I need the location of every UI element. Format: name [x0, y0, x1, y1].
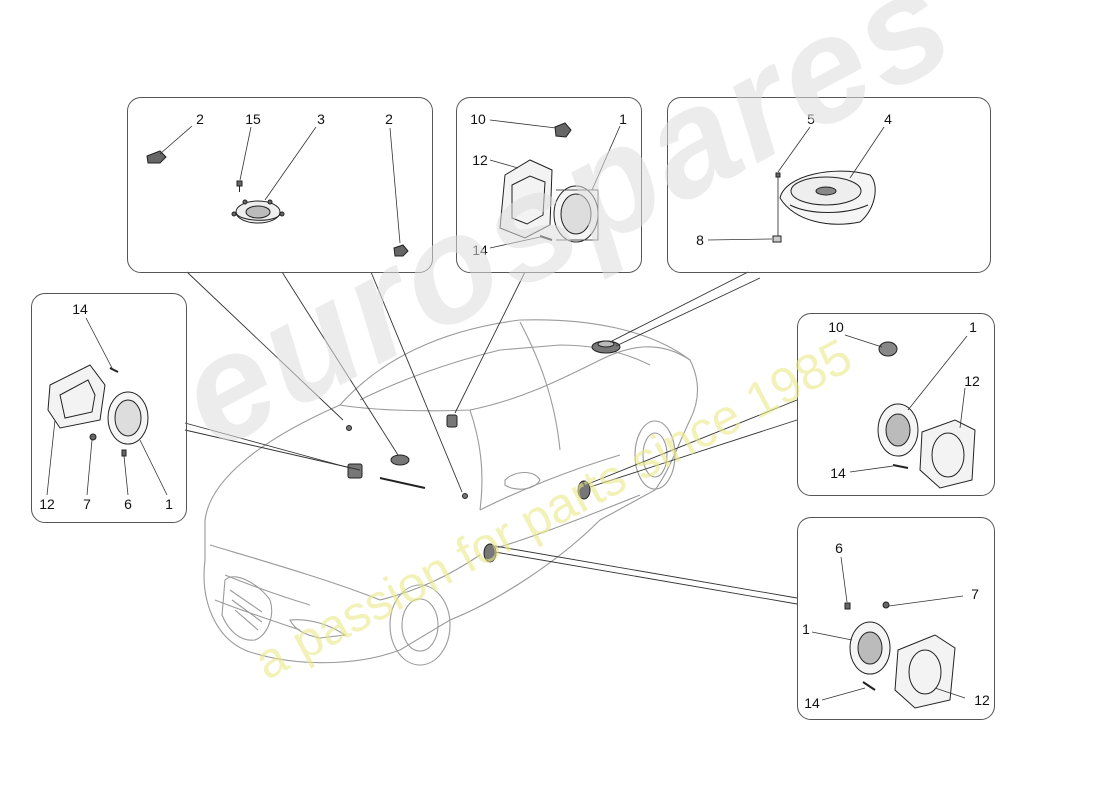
callout-4-subwoofer: 4	[884, 111, 892, 127]
speaker-rear-door	[577, 480, 591, 500]
part-screw-7-rdl	[882, 601, 890, 609]
part-speaker-3	[231, 199, 285, 224]
callout-1-speaker: 1	[619, 111, 627, 127]
part-speaker-1-rd	[877, 403, 919, 457]
part-tweeter-right	[393, 244, 409, 257]
callout-12-bracket-rd: 12	[964, 373, 980, 389]
callout-8-nut: 8	[696, 232, 704, 248]
callout-10-tweeter-rd: 10	[828, 319, 844, 335]
part-pin-14-rd	[892, 464, 909, 469]
callout-12-bracket-rdl: 12	[974, 692, 990, 708]
callout-14-pin-left: 14	[72, 301, 88, 317]
part-nut-8	[772, 235, 782, 243]
callout-leaders	[46, 119, 968, 701]
part-screw-7-left	[89, 433, 97, 441]
car-outline	[203, 319, 698, 666]
front-wheel	[389, 584, 451, 666]
part-tweeter-left	[146, 150, 167, 164]
callout-6-screw-left: 6	[124, 496, 132, 512]
callout-2-tweeter-right: 2	[385, 111, 393, 127]
side-mirror	[504, 471, 541, 490]
part-screw-6-left	[121, 449, 127, 457]
callout-6-screw-rdl: 6	[835, 540, 843, 556]
detail-box-rear-door-upper	[797, 313, 995, 496]
leader-lines	[184, 271, 798, 605]
part-tweeter-10	[554, 122, 572, 138]
headlight	[289, 619, 347, 639]
part-pin-14-rdl	[862, 681, 876, 691]
callout-1-speaker-rdl: 1	[802, 621, 810, 637]
part-speaker-1-rdl	[849, 621, 891, 675]
part-speaker-1	[553, 185, 599, 243]
callout-3-speaker: 3	[317, 111, 325, 127]
callout-14-pin: 14	[472, 242, 488, 258]
callout-1-speaker-left: 1	[165, 496, 173, 512]
part-speaker-1-left	[107, 391, 149, 445]
part-bracket-12	[499, 159, 553, 239]
part-pin-14-left	[109, 367, 119, 373]
callout-2-tweeter-left: 2	[196, 111, 204, 127]
part-screw-6-rdl	[844, 602, 851, 610]
detail-box-left-front-door	[31, 293, 187, 523]
detail-box-front-center	[127, 97, 433, 273]
part-screw-15	[236, 180, 243, 192]
part-bracket-12-rdl	[894, 634, 956, 709]
rear-wheel	[634, 420, 676, 490]
detail-box-rear-shelf	[667, 97, 991, 273]
part-bracket-12-rd	[919, 419, 976, 489]
callout-15-screw: 15	[245, 111, 261, 127]
callout-7-screw-left: 7	[83, 496, 91, 512]
callout-5-screw: 5	[807, 111, 815, 127]
car-speakers	[346, 340, 621, 563]
callout-12-bracket: 12	[472, 152, 488, 168]
part-subwoofer-4	[779, 170, 876, 225]
speaker-front-center	[347, 463, 363, 479]
detail-box-rear-door-lower	[797, 517, 995, 720]
callout-7-screw-rdl: 7	[971, 586, 979, 602]
speaker-a-pillar	[446, 414, 458, 428]
callout-14-pin-rdl: 14	[804, 695, 820, 711]
callout-1-speaker-rd: 1	[969, 319, 977, 335]
part-tweeter-10-rd	[878, 341, 898, 357]
callout-12-bracket-left: 12	[39, 496, 55, 512]
part-screw-5	[775, 172, 781, 238]
front-grille	[221, 576, 273, 641]
speaker-dash	[390, 454, 410, 466]
callout-10-tweeter: 10	[470, 111, 486, 127]
detail-box-front-mid	[456, 97, 642, 273]
part-bracket-12-left	[47, 364, 106, 429]
part-pin-14	[539, 235, 553, 241]
callout-14-pin-rd: 14	[830, 465, 846, 481]
speaker-front-door	[483, 543, 497, 563]
